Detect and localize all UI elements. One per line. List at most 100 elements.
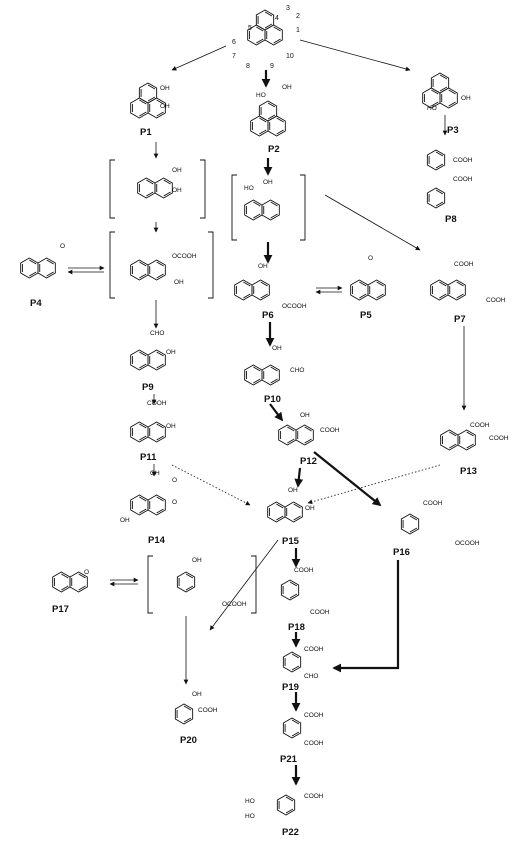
double-bond <box>61 585 69 591</box>
ring-b <box>147 494 166 516</box>
compound-label-p6: P6 <box>262 310 274 321</box>
p16-cooh: COOH <box>423 500 443 507</box>
p19-cho: CHO <box>304 673 318 680</box>
ring-b <box>154 177 173 199</box>
double-bond <box>466 443 474 449</box>
ring-a <box>20 257 39 279</box>
ring <box>426 187 446 209</box>
double-bond <box>456 281 464 287</box>
double-bond <box>139 363 147 369</box>
ring-a <box>267 501 286 523</box>
double-bond <box>139 435 147 441</box>
p22-structure <box>276 794 296 816</box>
bracket-left <box>109 231 115 299</box>
p18-cooh: COOH <box>294 567 314 574</box>
p14-ester-o2: O <box>172 499 177 506</box>
p19-cooh: COOH <box>304 646 324 653</box>
double-bond <box>139 261 147 267</box>
ring-a <box>234 279 253 301</box>
double-bond <box>285 796 294 802</box>
double-bond <box>253 213 261 219</box>
double-bond <box>466 431 474 437</box>
double-bond <box>304 426 312 432</box>
compound-label-p4: P4 <box>30 298 42 309</box>
arrow-p12-to-p15 <box>294 467 304 488</box>
p15-oh-side: OH <box>305 505 315 512</box>
p19-structure <box>282 651 302 673</box>
arrow-p10-to-p12 <box>269 403 284 422</box>
double-bond <box>243 281 251 287</box>
double-bond <box>376 281 384 287</box>
p14-ester-o1: O <box>172 477 177 484</box>
ring-b <box>251 279 270 301</box>
double-bond <box>431 101 439 107</box>
p10-cho: CHO <box>290 367 304 374</box>
compound-label-p18: P18 <box>288 622 305 633</box>
p17-o: O <box>84 569 89 576</box>
ring-number-9: 9 <box>270 63 274 70</box>
double-bond <box>276 503 284 509</box>
ring-number-8: 8 <box>246 63 250 70</box>
double-bond <box>439 74 448 80</box>
ring-c <box>258 100 278 122</box>
p12-structure <box>278 424 314 446</box>
ring-a <box>278 424 297 446</box>
int-ocooh: OCOOH <box>172 253 197 260</box>
ring-b <box>457 429 476 451</box>
ring-b <box>147 421 166 443</box>
double-bond <box>293 515 301 521</box>
double-bond <box>276 129 284 135</box>
double-bond <box>146 191 154 197</box>
double-bond <box>185 573 194 579</box>
compound-label-p9: P9 <box>142 382 154 393</box>
ring-a <box>130 421 149 443</box>
double-bond <box>139 273 147 279</box>
double-bond <box>276 515 284 521</box>
ring-number-2: 2 <box>296 13 300 20</box>
ring-a <box>440 429 459 451</box>
compound-label-p7: P7 <box>454 314 466 325</box>
double-bond <box>139 423 147 429</box>
double-bond <box>46 259 54 265</box>
double-bond <box>183 705 192 711</box>
double-bond <box>270 213 278 219</box>
arrow-p11-to-p15 <box>171 464 251 506</box>
arrow-p12-to-p16 <box>313 451 382 507</box>
diol-phen-structure <box>244 199 280 221</box>
p8-ring-bottom <box>426 187 446 209</box>
ring-b <box>147 259 166 281</box>
double-bond <box>139 99 147 105</box>
bracket-right <box>208 231 214 299</box>
diol-naph-bracket <box>109 159 206 219</box>
double-bond <box>304 438 312 444</box>
double-bond <box>291 665 300 671</box>
ring-b <box>447 279 466 301</box>
double-bond <box>449 431 457 437</box>
double-bond <box>409 515 418 521</box>
int-oh-1: OH <box>172 167 182 174</box>
p18-structure <box>280 579 300 601</box>
p12-oh: OH <box>300 412 310 419</box>
p1-oh-top: OH <box>160 85 170 92</box>
double-bond <box>163 179 171 185</box>
double-bond <box>435 163 444 169</box>
p6-structure <box>234 279 270 301</box>
double-bond <box>270 366 278 372</box>
double-bond <box>156 261 164 267</box>
double-bond <box>260 293 268 299</box>
ring-number-7: 7 <box>232 53 236 60</box>
ring-a <box>350 279 369 301</box>
ring <box>176 571 196 593</box>
double-bond <box>264 11 273 17</box>
ring <box>282 651 302 673</box>
p7-cooh-top: COOH <box>454 261 474 268</box>
p9-cho: CHO <box>150 330 164 337</box>
double-bond <box>78 573 86 579</box>
ring-b <box>69 571 88 593</box>
ring <box>276 794 296 816</box>
ring-a <box>137 177 156 199</box>
double-bond <box>439 293 447 299</box>
p9-oh: OH <box>166 349 176 356</box>
p10-structure <box>244 364 280 386</box>
